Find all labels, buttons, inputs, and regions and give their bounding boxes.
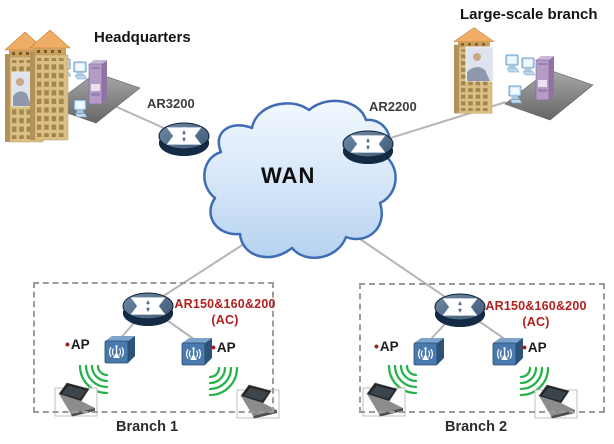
- large-branch-workstation-icon: [505, 54, 520, 73]
- large-branch-workstation-icon: [521, 57, 536, 76]
- branch1-boundary: [33, 282, 274, 413]
- ap-label-text: AP: [216, 340, 236, 355]
- branch1-ap-left-label: •AP: [65, 336, 90, 352]
- hq-workstation-icon: [73, 61, 88, 80]
- branch2-boundary: [359, 283, 605, 413]
- wifi-signal-b1-left: [78, 364, 109, 395]
- branch1-router-role: (AC): [211, 313, 239, 327]
- wifi-signal-b2-left: [387, 364, 418, 395]
- wan-label: WAN: [261, 163, 316, 188]
- hq-server-icon: [88, 59, 108, 105]
- hq-building-photo: [11, 71, 33, 107]
- branch1-ap-right-label: •AP: [211, 339, 236, 355]
- ap-bullet: •: [65, 336, 70, 352]
- hq-building-front-icon: [29, 29, 71, 141]
- router-ar3200-icon: [159, 123, 209, 156]
- ap-bullet: •: [522, 339, 527, 355]
- link-wan-branch1: [147, 239, 251, 307]
- branch1-caption: Branch 1: [116, 419, 179, 435]
- ap-label-text: AP: [379, 339, 399, 354]
- branch2-caption: Branch 2: [445, 419, 508, 435]
- branch2-ap-right-label: •AP: [522, 339, 547, 355]
- branch2-router-label: AR150&160&200 (AC): [484, 298, 588, 330]
- ap-label-text: AP: [527, 340, 547, 355]
- link-wan-branch2: [356, 236, 461, 308]
- ar2200-label: AR2200: [369, 99, 417, 114]
- large-branch-building-photo: [465, 46, 494, 82]
- wifi-signal-b2-right: [519, 366, 550, 397]
- large-branch-lan: [453, 27, 594, 121]
- router-ar2200-icon: [343, 131, 393, 164]
- branch2-router-model: AR150&160&200: [485, 299, 587, 313]
- large-branch-workstation-icon: [508, 85, 523, 104]
- wifi-signal-b1-right: [208, 366, 239, 397]
- branch1-router-model: AR150&160&200: [174, 297, 276, 311]
- ar3200-label: AR3200: [147, 96, 195, 111]
- branch1-router-label: AR150&160&200 (AC): [173, 296, 277, 328]
- large-branch-label: Large-scale branch: [460, 6, 598, 23]
- branch2-ap-left-label: •AP: [374, 338, 399, 354]
- ap-label-text: AP: [70, 337, 90, 352]
- ap-bullet: •: [374, 338, 379, 354]
- headquarters-lan: [4, 29, 141, 143]
- hq-workstation-icon: [73, 99, 88, 118]
- branch2-router-role: (AC): [522, 315, 550, 329]
- ap-bullet: •: [211, 339, 216, 355]
- large-branch-server-icon: [535, 55, 555, 101]
- headquarters-label: Headquarters: [94, 29, 191, 46]
